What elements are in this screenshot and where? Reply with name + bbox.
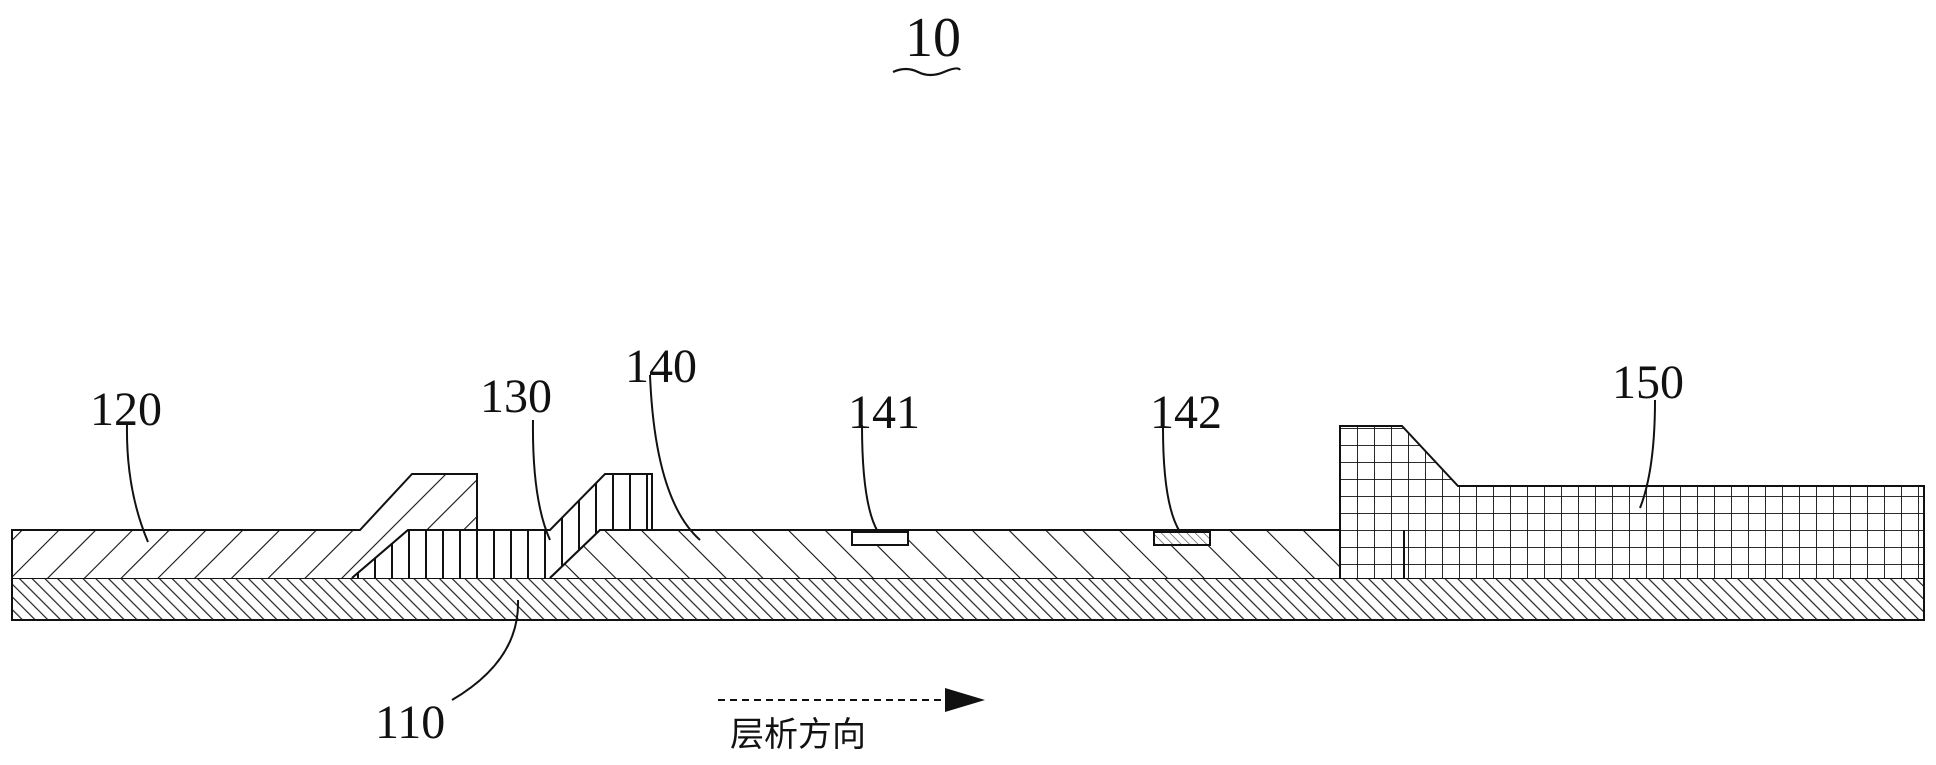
label-140: 140 (625, 340, 697, 393)
direction-label: 层析方向 (730, 715, 866, 755)
label-120: 120 (90, 383, 162, 436)
leader-140 (649, 374, 701, 541)
leader-150 (1639, 399, 1656, 509)
leader-141 (861, 424, 879, 533)
label-130: 130 (480, 370, 552, 423)
label-141: 141 (848, 386, 920, 439)
figure-number-group: 10 (892, 7, 961, 77)
layer-150 (1339, 425, 1925, 578)
label-150: 150 (1612, 356, 1684, 409)
numeric-labels: 120 130 140 141 142 150 110 (90, 340, 1684, 749)
leader-142 (1162, 427, 1181, 533)
direction-indicator: 层析方向 (718, 688, 985, 755)
leader-120 (125, 424, 149, 543)
element-141 (851, 531, 909, 546)
direction-arrow-head (945, 688, 985, 712)
leader-lines (125, 374, 1656, 701)
label-110: 110 (375, 696, 445, 749)
leader-110 (451, 599, 520, 701)
leader-130 (531, 419, 551, 541)
label-142: 142 (1150, 386, 1222, 439)
layer-140 (549, 529, 1405, 579)
figure-number: 10 (905, 7, 961, 69)
element-142 (1153, 531, 1211, 546)
figure-number-underline (892, 67, 961, 77)
layer-110-substrate (11, 577, 1925, 621)
